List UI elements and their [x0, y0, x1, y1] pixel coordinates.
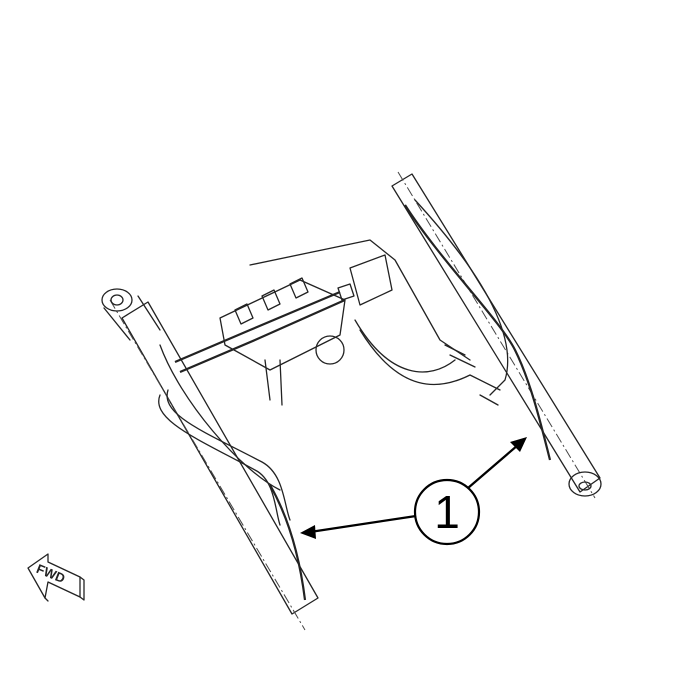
callout-number: 1 [434, 486, 460, 538]
callout-leaders [300, 437, 527, 546]
forward-direction-arrow-icon [27, 553, 85, 602]
right-lift-cylinder [391, 171, 602, 499]
left-lift-cylinder [101, 288, 319, 631]
hydraulic-lines [158, 199, 552, 601]
control-valve-block [219, 254, 393, 406]
